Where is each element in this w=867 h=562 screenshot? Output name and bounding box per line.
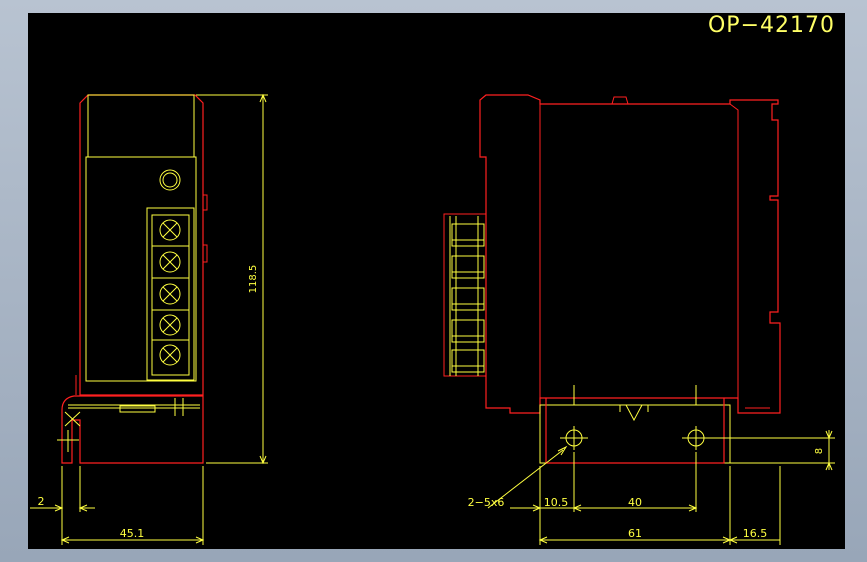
dim-hole-offset: 10.5 [544, 496, 569, 509]
rail-bracket [539, 404, 731, 464]
side-view [443, 94, 781, 464]
terminal-screws [152, 219, 189, 366]
dim-hole-height: 8 [814, 448, 825, 454]
dim-hole-pitch: 40 [628, 496, 642, 509]
cad-viewport[interactable]: OP−42170 [28, 13, 845, 549]
dim-height: 118.5 [248, 265, 259, 294]
indicator-led [159, 169, 181, 191]
dim-side-width: 61 [628, 527, 642, 540]
dim-offset-left: 2 [38, 495, 45, 508]
drawing-title: OP−42170 [707, 13, 835, 38]
side-body-outline [479, 94, 781, 414]
side-terminal-block [443, 213, 487, 377]
front-view [57, 94, 208, 464]
side-terminal-screws [449, 216, 485, 376]
front-top-cover [87, 94, 195, 158]
front-body-outline [79, 94, 204, 396]
dim-width-front: 45.1 [120, 527, 145, 540]
terminal-block [146, 207, 195, 381]
dim-hole-spec: 2−5x6 [468, 496, 505, 509]
side-dimensions [487, 430, 835, 545]
dim-rail-extension: 16.5 [743, 527, 768, 540]
front-dimensions [30, 93, 268, 545]
cad-drawing: 118.5 2 45.1 [30, 93, 835, 545]
